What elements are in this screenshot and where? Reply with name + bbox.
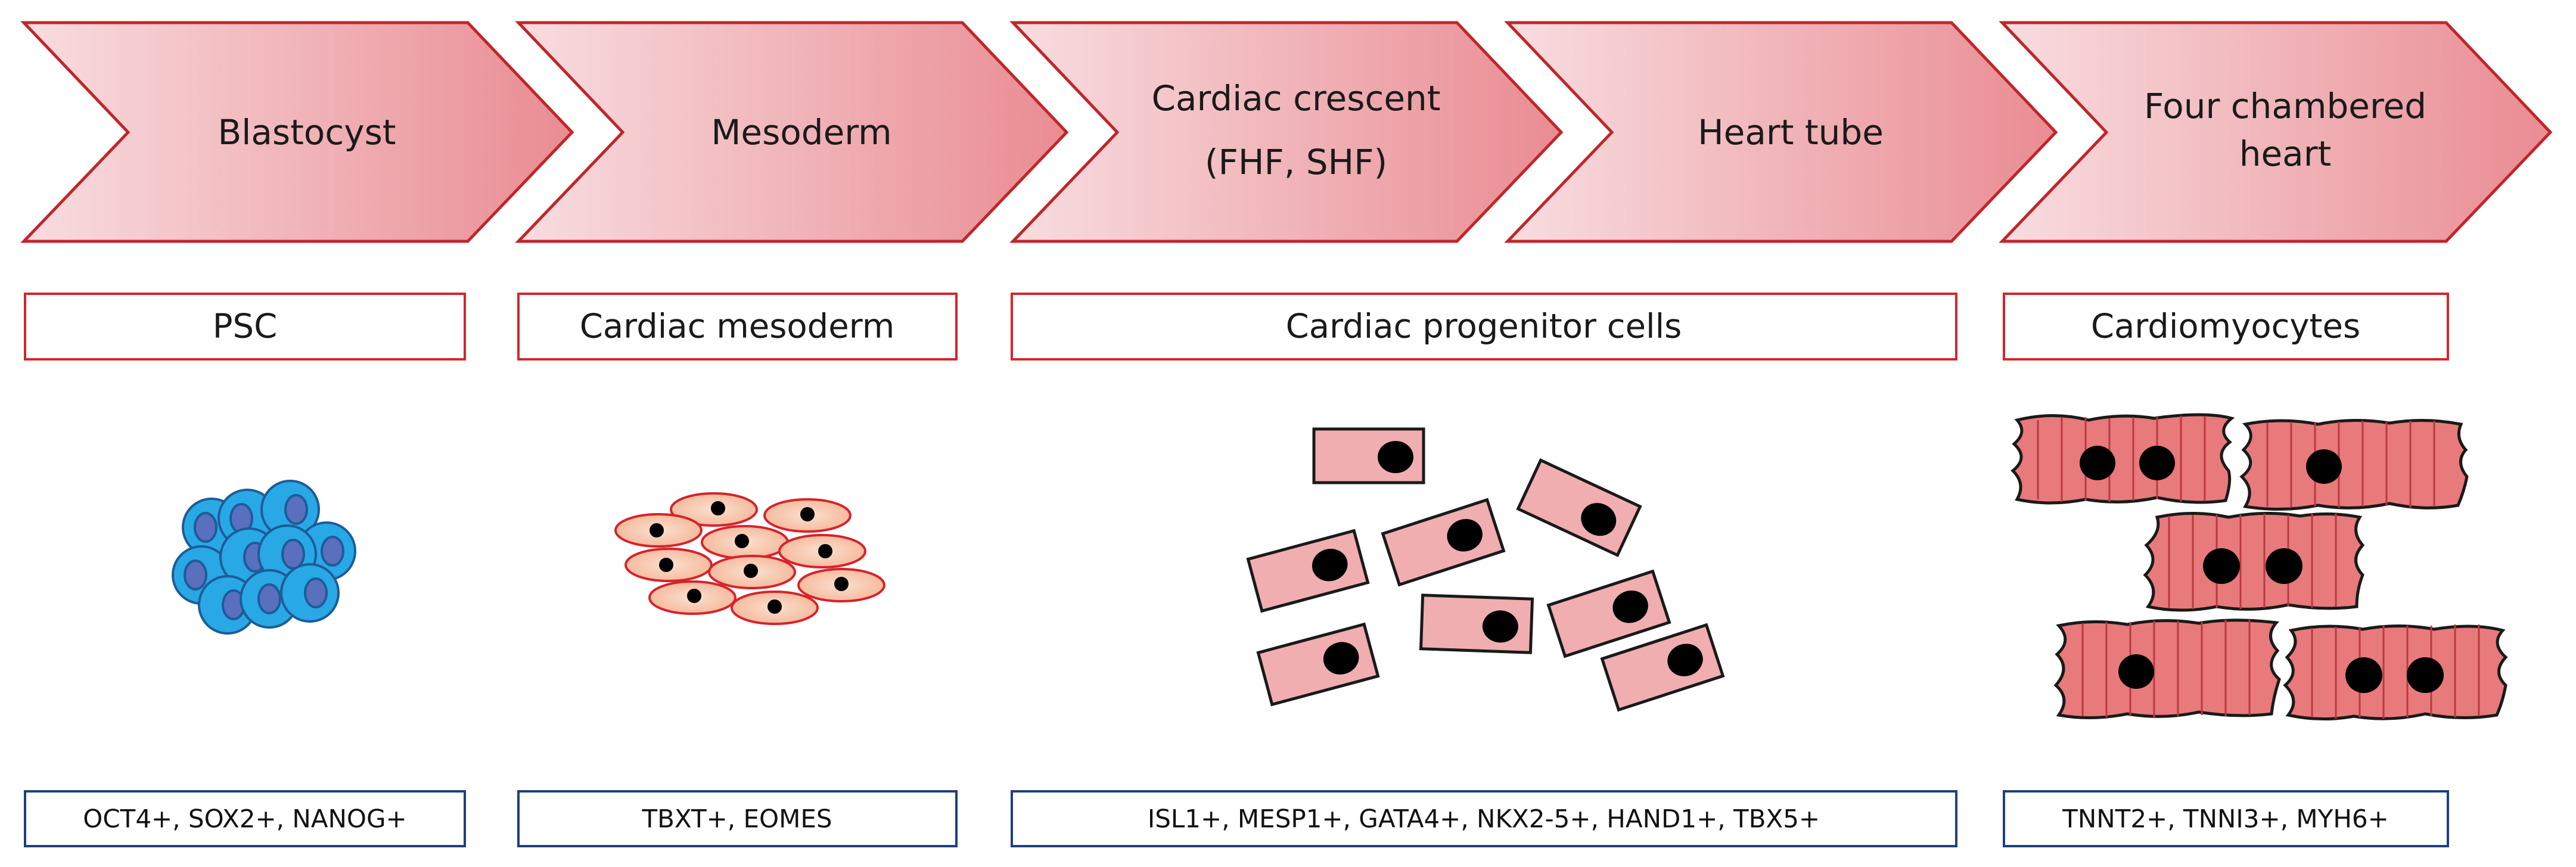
mesoderm-cell xyxy=(797,568,885,602)
stage-arrow-heart-tube: Heart tube xyxy=(1504,21,2058,243)
stage-label-line-1: Four chambered xyxy=(2144,86,2426,126)
cardiomyocyte-cell xyxy=(2011,413,2235,505)
marker-label: OCT4+, SOX2+, NANOG+ xyxy=(83,804,406,834)
chevron-shape xyxy=(1999,21,2553,243)
cardiomyocyte-cell xyxy=(2283,624,2508,721)
progenitor-cell xyxy=(1516,458,1642,557)
stage-label: Blastocyst xyxy=(217,112,396,153)
marker-label: TNNT2+, TNNI3+, MYH6+ xyxy=(2062,804,2389,834)
mesoderm-cell xyxy=(670,492,758,527)
cell-category-boxes: PSC Cardiac mesoderm Cardiac progenitor … xyxy=(24,293,2449,361)
marker-box-cardiac-progenitor-cells: ISL1+, MESP1+, GATA4+, NKX2-5+, HAND1+, … xyxy=(1011,790,1957,847)
stage-arrow-blastocyst: Blastocyst xyxy=(20,21,574,243)
progenitor-cell-cluster xyxy=(1246,427,1725,712)
progenitor-cell xyxy=(1600,623,1725,712)
mesoderm-cell xyxy=(763,498,852,533)
chevron-shape xyxy=(1009,21,1564,243)
cardiomyocyte-cluster xyxy=(2011,413,2508,721)
mesoderm-cell xyxy=(731,591,819,625)
stage-label: Heart tube xyxy=(1698,112,1884,153)
mesoderm-cell xyxy=(648,580,737,615)
mesoderm-cell xyxy=(614,513,703,548)
category-label: PSC xyxy=(213,307,277,346)
stage-arrows: Blastocyst Mesoderm Cardiac crescent (FH… xyxy=(20,21,2553,243)
mesoderm-cell xyxy=(624,548,713,582)
category-box-cardiomyocytes: Cardiomyocytes xyxy=(2003,293,2449,361)
category-label: Cardiomyocytes xyxy=(2091,307,2360,346)
progenitor-cell xyxy=(1381,498,1506,587)
mesoderm-cell xyxy=(778,534,866,568)
stage-arrow-four-chambered-heart: Four chambered heart xyxy=(1999,21,2553,243)
marker-box-cardiac-mesoderm: TBXT+, EOMES xyxy=(517,790,958,847)
psc-cell xyxy=(280,563,340,623)
stage-label-line-2: heart xyxy=(2239,133,2332,174)
category-box-psc: PSC xyxy=(24,293,466,361)
category-label: Cardiac progenitor cells xyxy=(1286,307,1682,346)
chevron-shape xyxy=(515,21,1069,243)
mesoderm-cell-cluster xyxy=(614,492,885,625)
category-box-cardiac-mesoderm: Cardiac mesoderm xyxy=(517,293,958,361)
stage-label: Mesoderm xyxy=(711,112,891,153)
marker-label: TBXT+, EOMES xyxy=(641,804,832,834)
marker-boxes: OCT4+, SOX2+, NANOG+ TBXT+, EOMES ISL1+,… xyxy=(24,790,2449,847)
mesoderm-cell xyxy=(701,525,789,560)
category-box-cardiac-progenitor-cells: Cardiac progenitor cells xyxy=(1011,293,1957,361)
category-label: Cardiac mesoderm xyxy=(580,307,895,346)
chevron-shape xyxy=(1504,21,2058,243)
progenitor-cell xyxy=(1246,529,1370,613)
cardiomyocyte-cell xyxy=(2143,511,2365,612)
stage-label-line-2: (FHF, SHF) xyxy=(1205,142,1387,182)
stage-label-line-1: Cardiac crescent xyxy=(1151,78,1440,119)
progenitor-cell xyxy=(1419,593,1534,654)
chevron-shape xyxy=(20,21,574,243)
cardiomyocyte-cell xyxy=(2053,619,2281,720)
stage-arrow-cardiac-crescent: Cardiac crescent (FHF, SHF) xyxy=(1009,21,1564,243)
stage-arrow-mesoderm: Mesoderm xyxy=(515,21,1069,243)
progenitor-cell xyxy=(1256,622,1380,707)
progenitor-cell xyxy=(1312,427,1425,484)
progenitor-cell xyxy=(1546,569,1671,658)
marker-box-cardiomyocytes: TNNT2+, TNNI3+, MYH6+ xyxy=(2003,790,2449,847)
psc-cell xyxy=(260,480,320,539)
psc-cell-cluster xyxy=(172,480,356,635)
marker-label: ISL1+, MESP1+, GATA4+, NKX2-5+, HAND1+, … xyxy=(1148,804,1820,834)
mesoderm-cell xyxy=(708,555,796,589)
marker-box-psc: OCT4+, SOX2+, NANOG+ xyxy=(24,790,466,847)
cardiomyocyte-cell xyxy=(2239,418,2469,511)
